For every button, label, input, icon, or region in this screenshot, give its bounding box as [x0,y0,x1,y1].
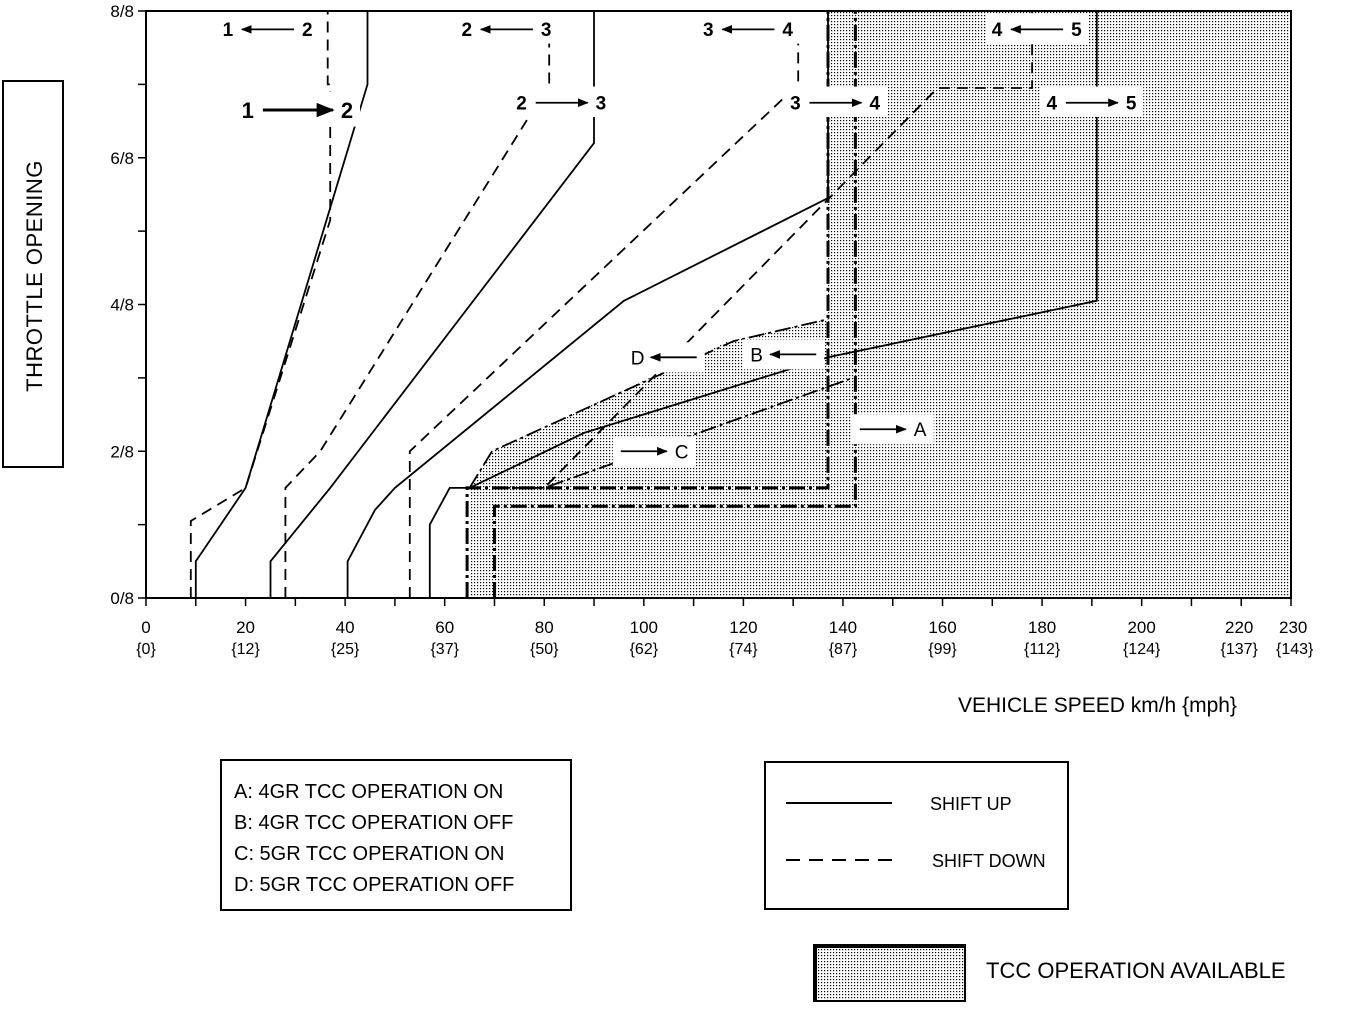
shift-label-gear: 4 [992,20,1003,41]
y-axis-label-box: THROTTLE OPENING [2,80,64,468]
tcc-legend-label: TCC OPERATION AVAILABLE [986,958,1286,983]
x-tick-mph-label: {124} [1123,641,1161,658]
shift-label-bg [696,13,800,44]
x-tick-label: 80 [535,618,554,637]
x-tick-label: 0 [141,618,150,637]
y-axis-label: THROTTLE OPENING [22,160,47,392]
definition-c: C: 5GR TCC OPERATION ON [234,843,505,865]
shift-label-bg [1040,86,1144,117]
x-tick-label: 160 [928,618,956,637]
x-tick-mph-label: {50} [530,641,559,658]
shift-label-gear: 2 [302,20,313,41]
shift-line-3-to-2 [284,11,551,598]
tcc-line-b [493,11,857,598]
x-tick-mph-label: {137} [1221,641,1259,658]
x-tick-mph-label: {143} [1276,641,1314,658]
shift-label-gear: 4 [1046,93,1057,114]
shift-line-5-to-4 [494,11,1033,489]
x-tick-label: 120 [729,618,757,637]
x-tick-mph-label: {87} [829,641,858,658]
x-tick-mph-label: {74} [729,641,758,658]
shift-label-bg [985,13,1089,44]
shift-label-gear: 2 [341,98,353,123]
tcc-legend-swatch [813,944,966,1002]
tcc-label-b: B [742,339,825,370]
x-tick-mph-label: {12} [231,641,260,658]
shift-label-gear: 4 [782,20,793,41]
definition-b: B: 4GR TCC OPERATION OFF [234,812,514,834]
y-tick-label: 4/8 [110,296,134,315]
x-tick-mph-label: {37} [430,641,459,658]
definition-a: A: 4GR TCC OPERATION ON [234,781,504,803]
shift-up-legend-label: SHIFT UP [930,794,1012,814]
shift-label-gear: 2 [516,93,527,114]
line-legend-box: SHIFT UP SHIFT DOWN [764,761,1069,910]
shift-line-4-to-5 [428,11,1098,598]
tcc-line-a [465,11,830,598]
shift-label-bg [216,13,320,44]
x-tick-label: 230 [1279,618,1307,637]
x-axis-label: VEHICLE SPEED km/h {mph} [958,694,1237,717]
x-tick-label: 20 [236,618,255,637]
tcc-line-c [494,377,854,489]
shift-label-gear: 3 [703,20,714,41]
x-tick-mph-label: {25} [331,641,360,658]
tcc-line-d [468,318,829,489]
shift-label-bg [455,13,559,44]
y-tick-label: 0/8 [110,589,134,608]
tcc-label-letter: D [631,348,645,369]
x-tick-mph-label: {99} [928,641,957,658]
shift-label-gear: 3 [541,20,552,41]
x-tick-label: 60 [435,618,454,637]
shift-line-2-to-1 [189,11,332,598]
tcc-label-a: A [851,414,934,445]
tcc-label-d: D [622,342,705,373]
shift-label-gear: 5 [1071,20,1082,41]
shift-line-4-to-3 [408,11,800,598]
shift-label-bg [510,86,614,117]
shift-label-gear: 3 [790,93,801,114]
x-tick-label: 220 [1225,618,1253,637]
x-tick-label: 140 [829,618,857,637]
x-tick-label: 40 [336,618,355,637]
x-tick-mph-label: {0} [136,641,156,658]
x-tick-mph-label: {62} [630,641,659,658]
shift-label-gear: 1 [223,20,234,41]
tcc-label-letter: C [675,442,689,463]
x-tick-label: 200 [1127,618,1155,637]
definition-d: D: 5GR TCC OPERATION OFF [234,874,515,896]
x-tick-mph-label: {112} [1024,641,1061,658]
tcc-label-c: C [612,436,695,467]
shift-label-gear: 5 [1126,93,1137,114]
shift-line-1-to-2 [194,11,369,598]
tcc-definitions-box: A: 4GR TCC OPERATION ON B: 4GR TCC OPERA… [220,759,572,911]
x-tick-label: 180 [1028,618,1056,637]
shift-label-gear: 2 [462,20,473,41]
tcc-label-letter: B [750,345,763,366]
y-tick-label: 6/8 [110,149,134,168]
shift-label-gear: 4 [869,93,880,114]
x-tick-label: 100 [630,618,658,637]
y-tick-label: 8/8 [110,2,134,21]
shift-label-bg [784,86,887,117]
y-tick-label: 2/8 [110,442,134,461]
tcc-label-letter: A [914,420,927,441]
shift-down-legend-label: SHIFT DOWN [932,851,1046,871]
shift-label-gear: 1 [242,98,254,123]
shift-label-gear: 3 [596,93,607,114]
